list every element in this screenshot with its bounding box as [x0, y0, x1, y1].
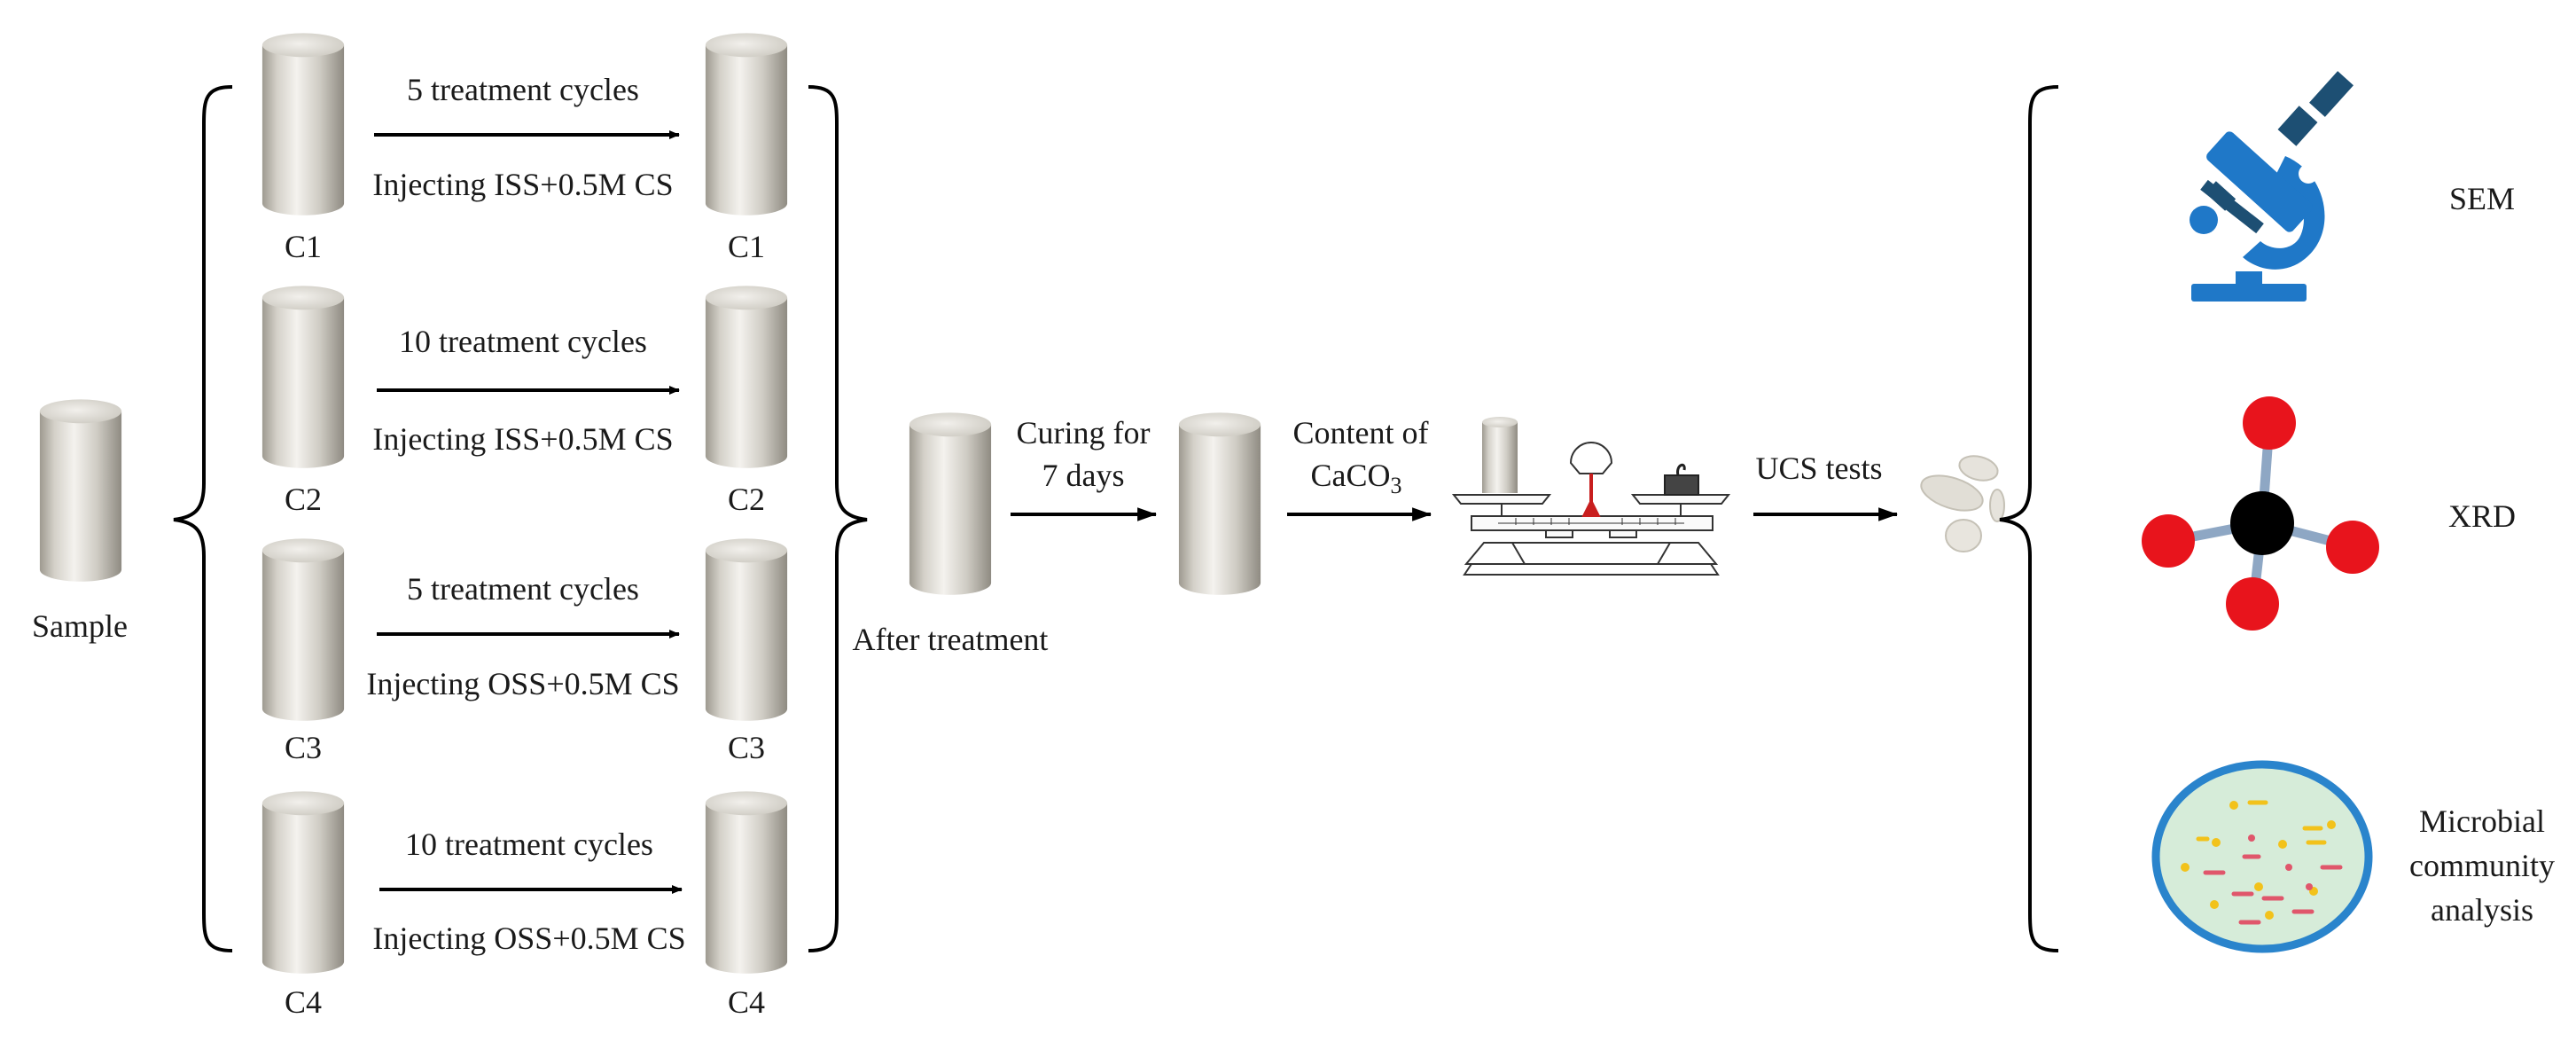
- c2-after-cylinder-icon: [705, 286, 788, 468]
- c2-before-cylinder-icon: [262, 286, 345, 468]
- sample-fragments-icon: [1920, 455, 2005, 552]
- balance-scale-icon: [1451, 417, 1731, 576]
- c4-before-label: C4: [285, 984, 322, 1020]
- c4-after-label: C4: [728, 984, 765, 1020]
- c4-after-cylinder-icon: [705, 791, 788, 974]
- microscope-icon: [2190, 71, 2354, 302]
- cured-cylinder-icon: [1178, 412, 1261, 595]
- c3-before-cylinder-icon: [262, 538, 345, 721]
- c4-before-cylinder-icon: [262, 791, 345, 974]
- after-treatment-label: After treatment: [853, 622, 1049, 657]
- c1-before-label: C1: [285, 229, 322, 264]
- sample-cylinder-icon: [39, 399, 122, 582]
- c2-after-label: C2: [728, 482, 765, 517]
- c2-injection-label: Injecting ISS+0.5M CS: [372, 421, 673, 457]
- microbial-label-line3: analysis: [2431, 892, 2533, 928]
- xrd-label: XRD: [2448, 498, 2516, 534]
- curing-label-line2: 7 days: [1042, 458, 1125, 493]
- c1-after-label: C1: [728, 229, 765, 264]
- c4-cycles-label: 10 treatment cycles: [405, 827, 653, 862]
- right-brace: [1999, 85, 2059, 952]
- ucs-label: UCS tests: [1755, 450, 1882, 486]
- microbial-label-line2: community: [2409, 848, 2555, 883]
- content-label-line2: CaCO3: [1311, 458, 1402, 498]
- left-brace: [173, 85, 233, 952]
- group-c1: 5 treatment cycles Injecting ISS+0.5M CS…: [262, 33, 788, 264]
- after-treatment-cylinder-icon: [909, 412, 992, 595]
- content-label-line1: Content of: [1293, 415, 1429, 450]
- sample-label: Sample: [32, 608, 128, 644]
- group-c3: 5 treatment cycles Injecting OSS+0.5M CS…: [262, 538, 788, 765]
- c2-cycles-label: 10 treatment cycles: [399, 324, 647, 359]
- c4-injection-label: Injecting OSS+0.5M CS: [372, 921, 685, 956]
- sem-label: SEM: [2449, 181, 2515, 216]
- microbial-label-line1: Microbial: [2419, 803, 2545, 839]
- curing-label-line1: Curing for: [1017, 415, 1151, 450]
- group-c4: 10 treatment cycles Injecting OSS+0.5M C…: [262, 791, 788, 1020]
- c2-before-label: C2: [285, 482, 322, 517]
- carbonate-molecule-icon: [2142, 396, 2379, 631]
- c1-injection-label: Injecting ISS+0.5M CS: [372, 167, 673, 202]
- c3-injection-label: Injecting OSS+0.5M CS: [366, 666, 679, 701]
- group-c2: 10 treatment cycles Injecting ISS+0.5M C…: [262, 286, 788, 517]
- c1-before-cylinder-icon: [262, 33, 345, 215]
- c1-cycles-label: 5 treatment cycles: [407, 72, 639, 107]
- petri-dish-icon: [2151, 760, 2373, 953]
- c3-after-label: C3: [728, 730, 765, 765]
- c3-cycles-label: 5 treatment cycles: [407, 571, 639, 607]
- middle-brace: [808, 85, 868, 952]
- c3-before-label: C3: [285, 730, 322, 765]
- c1-after-cylinder-icon: [705, 33, 788, 215]
- c3-after-cylinder-icon: [705, 538, 788, 721]
